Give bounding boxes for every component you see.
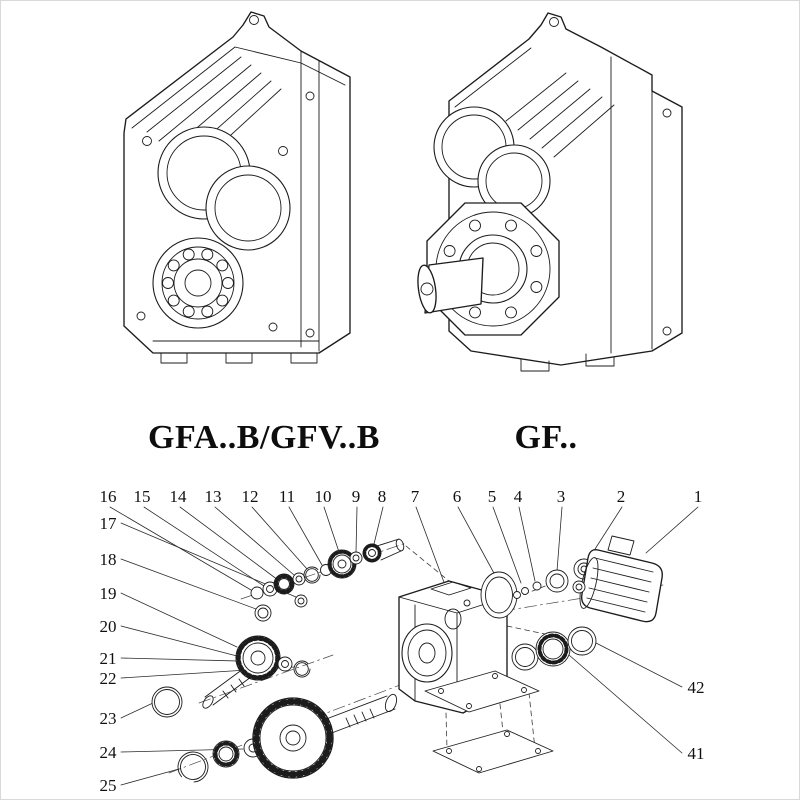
housing-drawing: [398, 580, 508, 714]
motor-drawing: [572, 535, 663, 623]
right-gearbox-drawing: [417, 12, 683, 372]
part-number-21: 21: [100, 649, 117, 668]
model-label-left: GFA..B/GFV..B: [148, 419, 380, 456]
part-number-24: 24: [100, 743, 118, 762]
part-number-9: 9: [352, 487, 361, 506]
part-number-8: 8: [378, 487, 387, 506]
part-number-5: 5: [488, 487, 497, 506]
part-number-22: 22: [100, 669, 117, 688]
cover-plates: [424, 670, 554, 774]
left-gearbox-drawing: [123, 11, 351, 364]
projection-lines: [405, 545, 579, 750]
part-number-13: 13: [205, 487, 222, 506]
part-number-16: 16: [100, 487, 117, 506]
exploded-parts-diagram: 16 15 14 13 12 11 10 9 8 7 6 5 4 3 2 1 1…: [100, 487, 705, 795]
part-number-11: 11: [279, 487, 295, 506]
fastener-parts: [513, 581, 542, 599]
output-train-parts: [177, 693, 398, 783]
part-number-15: 15: [134, 487, 151, 506]
part-number-20: 20: [100, 617, 117, 636]
part-number-19: 19: [100, 584, 117, 603]
part-number-1: 1: [694, 487, 703, 506]
part-number-4: 4: [514, 487, 523, 506]
part-number-41: 41: [688, 744, 705, 763]
leader-lines: [109, 506, 699, 786]
part-number-14: 14: [170, 487, 188, 506]
part-number-6: 6: [453, 487, 462, 506]
part-number-25: 25: [100, 776, 117, 795]
part-number-10: 10: [315, 487, 332, 506]
part-number-23: 23: [100, 709, 117, 728]
part-number-17: 17: [100, 514, 118, 533]
model-label-right: GF..: [514, 419, 577, 456]
part-number-18: 18: [100, 550, 117, 569]
part-number-2: 2: [617, 487, 626, 506]
output-side-rings: [511, 626, 597, 671]
gasket-ring: [480, 571, 518, 619]
part-number-12: 12: [242, 487, 259, 506]
part-number-callouts: 16 15 14 13 12 11 10 9 8 7 6 5 4 3 2 1 1…: [100, 487, 705, 795]
intermediate-parts: [151, 594, 311, 718]
input-shaft-parts: [250, 538, 405, 600]
part-number-3: 3: [557, 487, 566, 506]
part-number-42: 42: [688, 678, 705, 697]
part-number-7: 7: [411, 487, 420, 506]
